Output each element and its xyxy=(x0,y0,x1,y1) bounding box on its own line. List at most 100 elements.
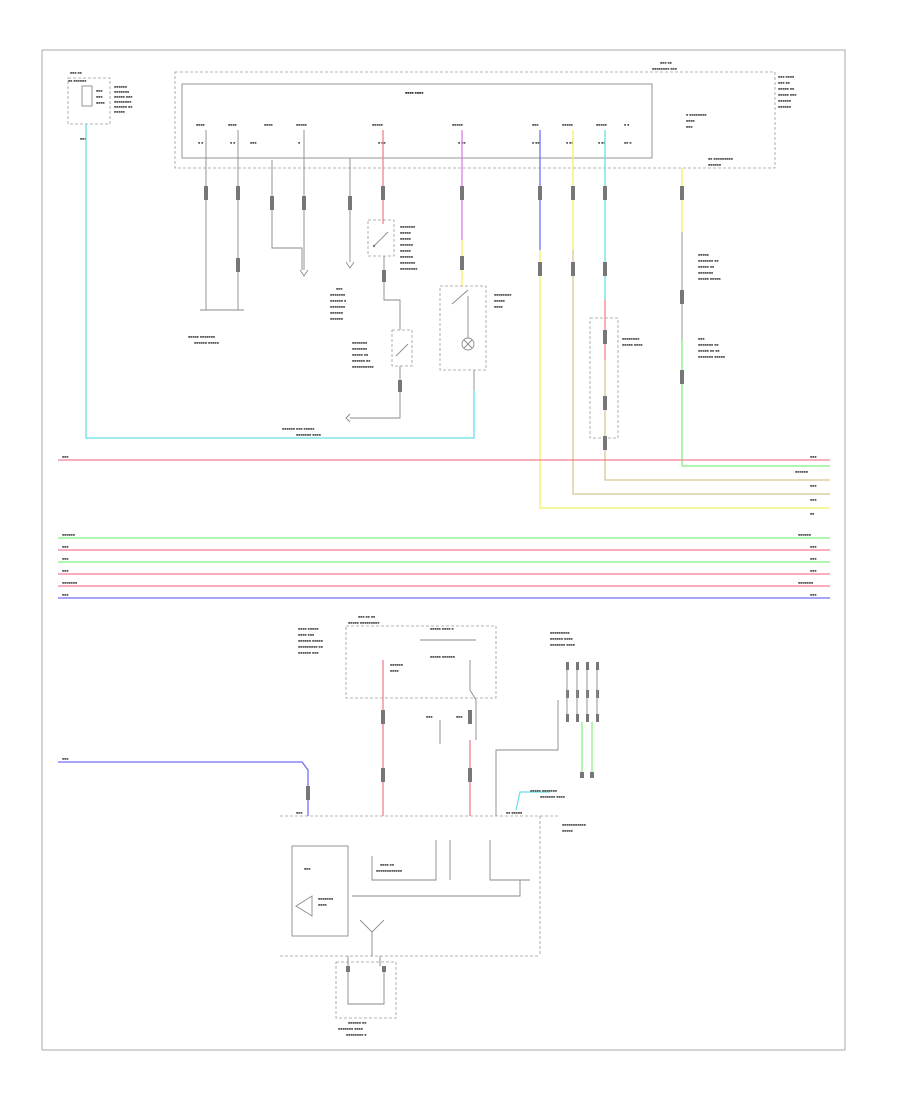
svg-text:■■■■■■: ■■■■■■ xyxy=(798,533,811,537)
svg-text:■■ ■: ■■ ■ xyxy=(624,141,632,145)
svg-text:■■■■■■: ■■■■■■ xyxy=(708,163,721,167)
svg-text:■■■■■■■: ■■■■■■■ xyxy=(698,271,713,275)
svg-text:■■■: ■■■ xyxy=(336,287,343,291)
svg-text:■■■■■ ■■■■■■: ■■■■■ ■■■■■■ xyxy=(430,655,455,659)
svg-text:■■■■■■■: ■■■■■■■ xyxy=(318,897,333,901)
svg-text:■■■■: ■■■■ xyxy=(196,123,205,127)
svg-text:■■■■■ ■■■■ ■: ■■■■■ ■■■■ ■ xyxy=(430,627,454,631)
svg-text:■■■■■■■: ■■■■■■■ xyxy=(352,341,367,345)
svg-text:■■■■■ ■■■: ■■■■■ ■■■ xyxy=(114,95,132,99)
svg-text:■■■■■■■ ■■■■: ■■■■■■■ ■■■■ xyxy=(540,795,565,799)
svg-text:■■■■■■■■: ■■■■■■■■ xyxy=(622,337,639,341)
svg-text:■ ■: ■ ■ xyxy=(624,123,629,127)
svg-text:■■■■■■: ■■■■■■ xyxy=(62,533,75,537)
wire-blue-bottom xyxy=(58,761,309,816)
ground-point-left: ■■■■■ ■■■■■■■ ■■■■■■ ■■■■■ ■■■ ■■■■■■■ ■… xyxy=(188,287,346,345)
svg-text:■■■■■■■: ■■■■■■■ xyxy=(114,90,129,94)
svg-text:■■■■■: ■■■■■ xyxy=(400,237,411,241)
svg-text:■■■■■■ ■■■■: ■■■■■■ ■■■■ xyxy=(550,637,573,641)
svg-text:■■■: ■■■ xyxy=(62,545,69,549)
svg-text:■■■■■■: ■■■■■■ xyxy=(778,99,791,103)
svg-text:■■■: ■■■ xyxy=(810,593,817,597)
svg-text:■■■■ ■■■: ■■■■ ■■■ xyxy=(298,633,314,637)
svg-text:■■■■■■: ■■■■■■ xyxy=(390,663,403,667)
svg-text:■■■■■ ■■■: ■■■■■ ■■■ xyxy=(778,93,796,97)
svg-text:■■■■■■ ■■: ■■■■■■ ■■ xyxy=(348,1021,366,1025)
wire-green-right xyxy=(604,360,830,481)
svg-text:■■■■■: ■■■■■ xyxy=(698,253,709,257)
svg-text:■■■■■: ■■■■■ xyxy=(400,231,411,235)
svg-text:■■■■■■■: ■■■■■■■ xyxy=(330,305,345,309)
wire-group-black-left xyxy=(204,130,355,310)
svg-text:■■■■■: ■■■■■ xyxy=(372,123,383,127)
svg-text:■■■■■ ■■■■■■■■■: ■■■■■ ■■■■■■■■■ xyxy=(348,621,379,625)
svg-text:■■■: ■■■ xyxy=(810,484,817,488)
svg-text:■■■: ■■■ xyxy=(686,125,693,129)
svg-text:■■■■■ ■■■■■■■: ■■■■■ ■■■■■■■ xyxy=(530,789,557,793)
svg-text:■■■■■ ■■: ■■■■■ ■■ xyxy=(778,87,794,91)
svg-text:■ ■■: ■ ■■ xyxy=(532,141,540,145)
wire-cyan-bottom xyxy=(515,791,550,811)
svg-text:■■■ ■■ ■■: ■■■ ■■ ■■ xyxy=(358,615,375,619)
svg-text:■■■: ■■■ xyxy=(304,867,311,871)
switch-assembly-center: ■■■■■■■ ■■■■■ ■■■■■ ■■■■■■ ■■■■■ ■■■■■■ … xyxy=(282,219,417,437)
wire-yellow-down xyxy=(539,250,830,509)
svg-text:■■■■■: ■■■■■ xyxy=(452,123,463,127)
svg-text:■: ■ xyxy=(298,141,300,145)
ground-connector-bottom: ■■■■■■ ■■ ■■■■■■■ ■■■■ ■■■■■■■■ ■ xyxy=(335,961,397,1037)
svg-text:■■■■: ■■■■ xyxy=(96,101,105,105)
svg-text:■■■: ■■■ xyxy=(62,455,69,459)
svg-text:■■■■■■■: ■■■■■■■ xyxy=(62,581,77,585)
svg-text:■■■ ■■: ■■■ ■■ xyxy=(660,61,672,65)
svg-text:■■■■■■■ ■■: ■■■■■■■ ■■ xyxy=(698,259,719,263)
svg-text:■■■: ■■■ xyxy=(426,715,433,719)
svg-text:■■■■■: ■■■■■ xyxy=(562,123,573,127)
svg-text:■■■■■■■■: ■■■■■■■■ xyxy=(400,267,417,271)
svg-text:■■■■■■■ ■■■■: ■■■■■■■ ■■■■ xyxy=(338,1027,363,1031)
svg-text:■■■■: ■■■■ xyxy=(686,119,695,123)
svg-text:■■■■■ ■■: ■■■■■ ■■ xyxy=(698,265,714,269)
svg-text:■■■■ ■■■■: ■■■■ ■■■■ xyxy=(405,91,423,95)
svg-text:■■■■■■: ■■■■■■ xyxy=(400,243,413,247)
svg-text:■■■: ■■■ xyxy=(456,715,463,719)
svg-text:■ ■■: ■ ■■ xyxy=(598,141,606,145)
svg-text:■■■: ■■■ xyxy=(810,557,817,561)
svg-text:■■■■■■■■■: ■■■■■■■■■ xyxy=(550,631,570,635)
svg-text:■■■■■ ■■■■■: ■■■■■ ■■■■■ xyxy=(698,277,721,281)
svg-text:■■■■: ■■■■ xyxy=(264,123,273,127)
svg-text:■■■ ■■: ■■■ ■■ xyxy=(778,81,790,85)
svg-text:■■■■■■■■ ■■■: ■■■■■■■■ ■■■ xyxy=(652,67,677,71)
svg-text:■■■■■■ ■■■ ■■■■■: ■■■■■■ ■■■ ■■■■■ xyxy=(282,427,314,431)
diagram-frame xyxy=(41,49,846,1051)
svg-text:■■■■■: ■■■■■ xyxy=(296,123,307,127)
svg-text:■■■■■■ ■■■■■: ■■■■■■ ■■■■■ xyxy=(194,341,219,345)
svg-text:■■■■: ■■■■ xyxy=(390,669,399,673)
svg-text:■■■■■■■■■■■■: ■■■■■■■■■■■■ xyxy=(376,869,402,873)
svg-text:■■■■■■■: ■■■■■■■ xyxy=(400,261,415,265)
bus-lines-middle: ■■■■■■ ■■■ ■■■ ■■■ ■■■■■■■ ■■■ ■■■■■■ ■■… xyxy=(58,533,830,599)
svg-text:■■■: ■■■ xyxy=(532,123,539,127)
wire-cyan-left xyxy=(85,124,475,439)
right-side-labels: ■■■■■ ■■■■■■■ ■■ ■■■■■ ■■ ■■■■■■■ ■■■■■ … xyxy=(698,253,725,359)
svg-text:■■ ■■■■■■: ■■ ■■■■■■ xyxy=(68,79,86,83)
svg-text:■■■■■ ■■ ■■: ■■■■■ ■■ ■■ xyxy=(698,349,720,353)
svg-text:■■■■■■■■: ■■■■■■■■ xyxy=(114,100,131,104)
svg-text:■■■: ■■■ xyxy=(810,498,817,502)
junction-block-bottom: ■■■ ■■ ■■■■■ ■■■■■■■■■■■ ■■■■■ ■■■ ■■■■■… xyxy=(280,811,586,966)
svg-text:■■■■: ■■■■ xyxy=(228,123,237,127)
svg-text:■■■ ■■■■: ■■■ ■■■■ xyxy=(778,75,794,79)
svg-text:■■■■■■: ■■■■■■ xyxy=(114,85,127,89)
svg-text:■■■■■: ■■■■■ xyxy=(494,299,505,303)
svg-text:■■■: ■■■ xyxy=(62,757,69,761)
connector-assembly-right: ■■■■■■■■ ■■■■■ ■■■■ xyxy=(589,317,643,450)
svg-text:■■■: ■■■ xyxy=(810,569,817,573)
svg-text:■ ■■■■■■■■: ■ ■■■■■■■■ xyxy=(686,113,707,117)
svg-text:■■■■■■■■■■■: ■■■■■■■■■■■ xyxy=(562,823,586,827)
svg-text:■■■: ■■■ xyxy=(250,141,257,145)
svg-text:■■: ■■ xyxy=(810,512,814,516)
svg-text:■■■■■: ■■■■■ xyxy=(400,249,411,253)
svg-text:■■■■ ■■: ■■■■ ■■ xyxy=(380,863,394,867)
svg-text:■■■■■: ■■■■■ xyxy=(596,123,607,127)
svg-text:■■■■■■■■ ■: ■■■■■■■■ ■ xyxy=(346,1033,367,1037)
